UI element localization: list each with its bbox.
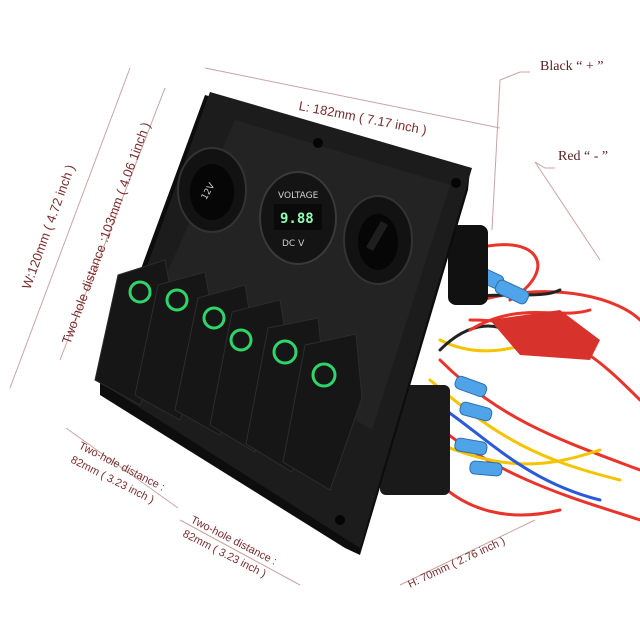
mounting-hole-top (313, 138, 323, 148)
voltmeter-reading: 9.88 (280, 211, 314, 227)
mounting-hole-right (451, 178, 461, 188)
switch-led-icon (128, 280, 152, 304)
switch-led-icon (229, 328, 253, 352)
voltmeter-units: DC V (282, 239, 305, 249)
voltmeter: VOLTAGE 9.88 DC V (259, 171, 337, 265)
mounting-hole-bottom (335, 515, 345, 525)
cigarette-socket: 12V (177, 147, 247, 233)
switch-led-icon (311, 362, 337, 388)
voltmeter-title: VOLTAGE (278, 191, 319, 201)
dimension-lines (9, 67, 601, 586)
height-dimension-label: H: 70mm ( 2.76 inch ) (406, 535, 507, 591)
rocker-switches (94, 259, 363, 491)
switch-led-icon (165, 288, 189, 312)
red-wire-label: Red “ - ” (558, 149, 608, 164)
usb-socket (343, 195, 413, 285)
width-dimension-label: W:120mm ( 4.72 inch ) (19, 163, 78, 291)
rear-socket-housing (448, 225, 488, 305)
rocker-switch-6[interactable] (282, 333, 363, 491)
switch-led-icon (272, 339, 298, 365)
fuse-holder (490, 310, 600, 360)
switch-led-icon (202, 306, 226, 330)
black-wire-label: Black “ + ” (540, 59, 603, 74)
